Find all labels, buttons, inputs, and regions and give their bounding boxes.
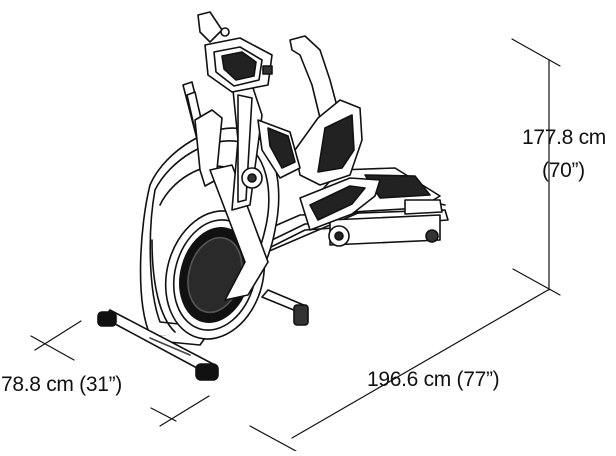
width-dimension-line <box>34 320 82 351</box>
depth-dimension-line <box>291 289 549 439</box>
console-display <box>197 11 273 93</box>
height-top-extension <box>511 38 561 67</box>
height-cm-label: 177.8 cm <box>522 126 606 149</box>
side-arm <box>241 119 301 189</box>
width-right-tick <box>150 407 177 422</box>
rear-stabilizer <box>261 289 309 326</box>
far-handle-arm <box>289 35 363 186</box>
height-in-label: (70”) <box>542 159 585 182</box>
width-label: 78.8 cm (31”) <box>1 373 122 396</box>
width-right-extension <box>159 395 210 427</box>
height-bottom-extension <box>512 268 561 296</box>
front-stabilizer <box>97 309 219 381</box>
near-handlebar <box>182 81 269 301</box>
elliptical-machine <box>97 11 449 381</box>
depth-label: 196.6 cm (77”) <box>367 368 500 391</box>
near-foot-pedal <box>299 177 381 247</box>
width-left-extension <box>30 335 75 361</box>
depth-front-extension <box>249 425 297 452</box>
dimension-lines <box>30 38 561 452</box>
console-mast <box>231 79 263 211</box>
